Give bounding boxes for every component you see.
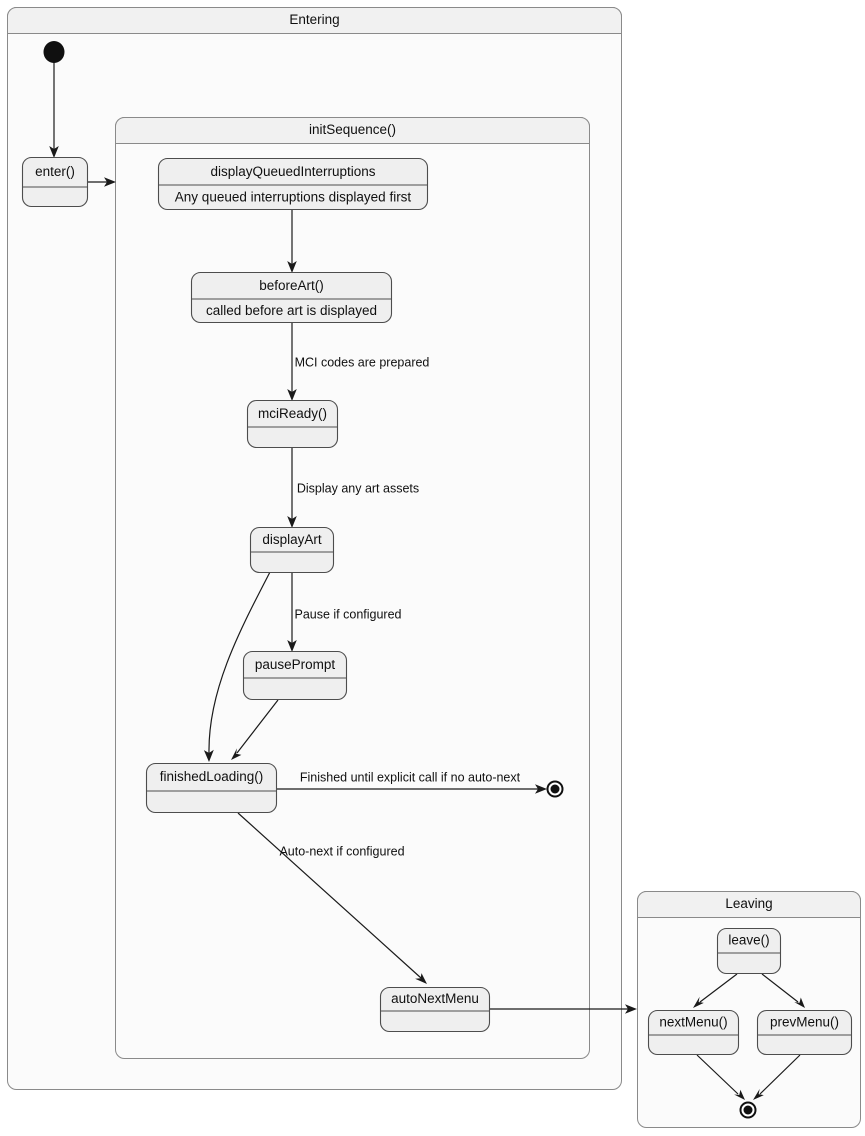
state-pause-prompt-box <box>242 650 348 701</box>
state-auto-next-menu-box <box>379 986 491 1033</box>
state-before-art-title: beforeArt() <box>259 278 324 293</box>
final-state-leaving-icon-dot <box>743 1105 753 1115</box>
group-entering-title: Entering <box>289 12 339 27</box>
state-prev-menu[interactable]: prevMenu() <box>756 1009 853 1056</box>
group-leaving[interactable]: Leaving <box>637 891 861 1128</box>
group-leaving-body <box>637 891 861 1128</box>
edge-label-finished-explicit: Finished until explicit call if no auto-… <box>300 770 521 784</box>
state-leave[interactable]: leave() <box>716 927 782 975</box>
state-mci-ready[interactable]: mciReady() <box>246 399 339 449</box>
state-display-queued-interruptions-box <box>157 157 429 211</box>
edge-pause-prompt-to-finished-loading <box>231 699 279 760</box>
state-pause-prompt-title: pausePrompt <box>255 657 336 672</box>
state-finished-loading-title: finishedLoading() <box>160 769 264 784</box>
state-display-art-box <box>249 526 335 574</box>
state-mci-ready-box <box>246 399 339 449</box>
edge-prev-menu-to-leaving-end <box>753 1054 801 1100</box>
state-display-queued-interruptions[interactable]: displayQueuedInterruptions Any queued in… <box>157 157 429 211</box>
state-finished-loading[interactable]: finishedLoading() <box>145 762 278 814</box>
state-finished-loading-box <box>145 762 278 814</box>
state-leave-box <box>716 927 782 975</box>
group-init-sequence[interactable]: initSequence() <box>115 117 590 1059</box>
group-leaving-title-bar <box>637 891 861 918</box>
state-prev-menu-box <box>756 1009 853 1056</box>
group-entering-title-bar <box>7 7 622 34</box>
state-enter-box <box>21 156 89 208</box>
edge-before-art-to-mci-ready: MCI codes are prepared <box>287 323 429 401</box>
edge-next-menu-to-leaving-end <box>696 1054 745 1100</box>
final-state-icon-dot <box>550 784 560 794</box>
state-before-art-body: called before art is displayed <box>206 303 377 318</box>
state-next-menu[interactable]: nextMenu() <box>647 1009 740 1056</box>
state-prev-menu-title: prevMenu() <box>770 1015 839 1030</box>
edge-display-art-to-pause-prompt: Pause if configured <box>287 573 402 652</box>
state-mci-ready-title: mciReady() <box>258 406 327 421</box>
state-enter-title: enter() <box>35 164 75 179</box>
state-next-menu-box <box>647 1009 740 1056</box>
state-display-queued-interruptions-body: Any queued interruptions displayed first <box>175 190 412 205</box>
final-state-leaving[interactable] <box>739 1101 757 1119</box>
initial-state-icon <box>43 41 65 63</box>
start-node[interactable] <box>43 41 65 63</box>
edge-leave-to-next-menu <box>693 973 738 1008</box>
group-init-sequence-body <box>115 117 590 1059</box>
edge-dqi-to-before-art <box>287 210 297 273</box>
state-before-art-box <box>190 271 393 324</box>
edge-start-to-enter <box>49 62 59 158</box>
state-enter[interactable]: enter() <box>21 156 89 208</box>
edge-leave-to-prev-menu <box>761 973 805 1008</box>
edge-label-mci-codes: MCI codes are prepared <box>295 355 430 369</box>
final-state-entering[interactable] <box>546 780 564 798</box>
state-next-menu-title: nextMenu() <box>659 1015 727 1030</box>
state-pause-prompt[interactable]: pausePrompt <box>242 650 348 701</box>
state-auto-next-menu-title: autoNextMenu <box>391 991 479 1006</box>
group-leaving-title: Leaving <box>725 896 772 911</box>
state-display-queued-interruptions-title: displayQueuedInterruptions <box>210 164 375 179</box>
edges-layer: MCI codes are prepared Display any art a… <box>49 62 805 1100</box>
state-leave-title: leave() <box>728 933 769 948</box>
group-init-sequence-title-bar <box>115 117 590 144</box>
edge-label-auto-next: Auto-next if configured <box>279 844 404 858</box>
state-display-art[interactable]: displayArt <box>249 526 335 574</box>
edge-enter-to-init-sequence <box>88 177 116 187</box>
edge-finished-loading-to-auto-next-menu: Auto-next if configured <box>237 812 427 984</box>
edge-label-pause-if-configured: Pause if configured <box>294 607 401 621</box>
state-before-art[interactable]: beforeArt() called before art is display… <box>190 271 393 324</box>
group-init-sequence-title: initSequence() <box>309 122 396 137</box>
edge-display-art-to-finished-loading <box>203 571 271 762</box>
edge-label-display-art-assets: Display any art assets <box>297 481 419 495</box>
edge-auto-next-menu-to-leaving <box>490 1004 637 1014</box>
state-auto-next-menu[interactable]: autoNextMenu <box>379 986 491 1033</box>
edge-mci-ready-to-display-art: Display any art assets <box>287 448 419 528</box>
edge-finished-loading-to-end: Finished until explicit call if no auto-… <box>277 770 547 794</box>
state-display-art-title: displayArt <box>262 532 322 547</box>
